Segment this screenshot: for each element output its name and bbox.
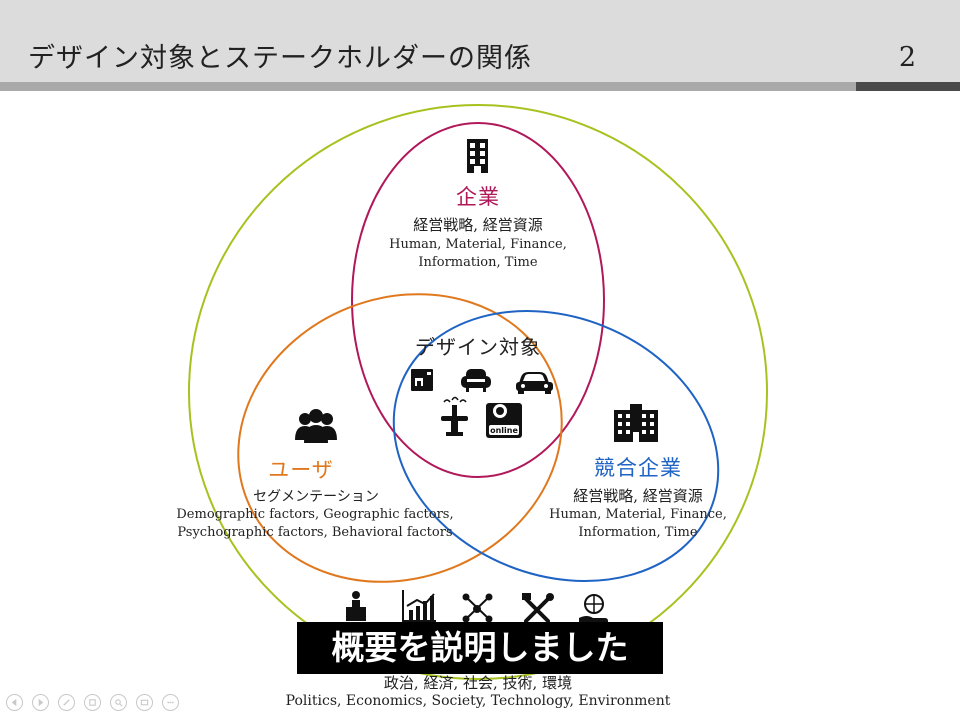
fountain-icon [441,396,468,436]
slideshow-controls [6,694,179,711]
subtitle-icon [140,699,149,706]
competitor-heading: 競合企業 [594,456,682,480]
company-ellipse [351,122,605,478]
growth-chart-icon [402,590,436,622]
network-icon [462,593,493,623]
user-factors-line2: Psychographic factors, Behavioral factor… [177,525,453,540]
subtitle-caption: 概要を説明しました [297,622,663,674]
competitor-subtitle: 経営戦略, 経営資源 [573,487,703,505]
next-slide-button[interactable] [32,694,49,711]
building-icon [467,139,488,173]
zoom-icon [115,699,123,707]
user-ellipse [237,293,563,583]
environment-circle [188,104,768,680]
pen-icon [63,699,70,706]
company-resources-line2: Information, Time [418,255,538,270]
user-heading: ユーザ [268,458,334,482]
slide-header [0,0,960,82]
header-band-light [0,82,856,91]
globe-hand-icon [579,594,608,622]
user-subtitle: セグメンテーション [253,489,379,505]
environment-subtitle: 政治, 経済, 社会, 技術, 環境 [383,674,573,692]
header-band-dark [856,82,960,91]
page-number: 2 [898,42,916,73]
company-heading: 企業 [456,185,500,209]
svg-text:online: online [490,426,518,435]
slides-overview-button[interactable] [84,694,101,711]
competitor-ellipse [392,310,720,582]
company-subtitle: 経営戦略, 経営資源 [413,216,543,234]
user-factors-line1: Demographic factors, Geographic factors, [176,507,454,522]
podium-icon [346,591,366,621]
zoom-button[interactable] [110,694,127,711]
online-service-icon: online [486,403,522,438]
slides-icon [89,699,96,706]
prev-icon [11,698,17,707]
sofa-icon [461,369,491,392]
tools-icon [522,593,554,623]
slide-title: デザイン対象とステークホルダーの関係 [28,43,532,74]
company-resources-line1: Human, Material, Finance, [389,237,567,252]
more-options-button[interactable] [162,694,179,711]
car-icon [516,372,553,394]
coffee-machine-icon [411,369,433,391]
subtitles-button[interactable] [136,694,153,711]
prev-slide-button[interactable] [6,694,23,711]
design-target-heading: デザイン対象 [415,335,541,359]
office-building-icon [614,404,658,442]
more-icon [167,701,174,704]
competitor-resources-line1: Human, Material, Finance, [549,507,727,522]
pen-tool-button[interactable] [58,694,75,711]
environment-factors: Politics, Economics, Society, Technology… [285,693,671,709]
competitor-resources-line2: Information, Time [578,525,698,540]
next-icon [38,698,44,707]
user-group-icon [295,409,337,443]
